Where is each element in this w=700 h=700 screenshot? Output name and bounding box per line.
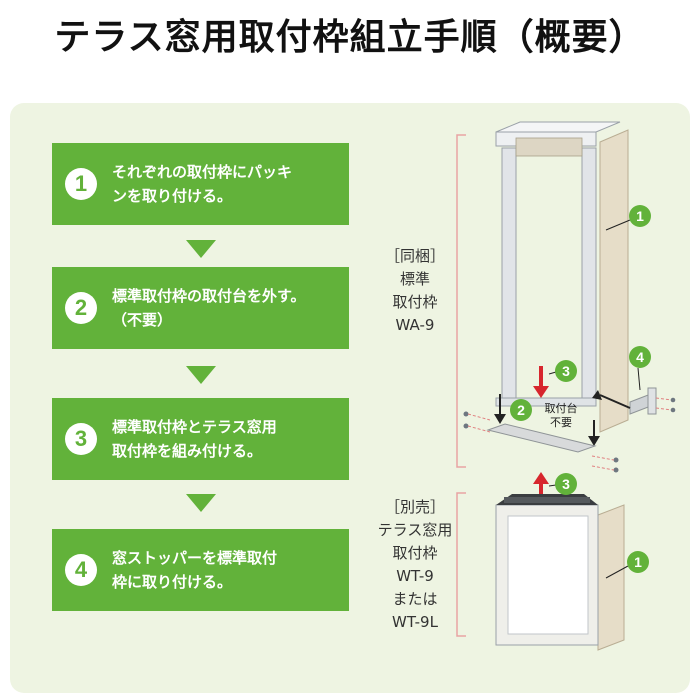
step-2: 2 標準取付枠の取付台を外す。 （不要） [52, 267, 349, 349]
callout-2 [510, 399, 532, 421]
step-number: 4 [65, 554, 97, 586]
window-stopper [592, 387, 676, 415]
step-number: 2 [65, 292, 97, 324]
callout-number: 1 [634, 554, 642, 570]
terrace-frame-wt9 [495, 494, 625, 651]
step-text: 窓ストッパーを標準取付 枠に取り付ける。 [112, 549, 278, 591]
step-text: 標準取付枠の取付台を外す。 （不要） [112, 287, 306, 329]
standard-frame-wa9 [495, 121, 629, 433]
callout-number: 4 [636, 349, 644, 365]
callout-number: 3 [562, 363, 570, 379]
callout-1-top [605, 205, 651, 231]
callout-number: 2 [517, 402, 525, 418]
step-number: 1 [65, 168, 97, 200]
mounting-base [486, 423, 597, 453]
down-arrow-icon [186, 366, 216, 384]
callout-3-bottom [548, 473, 577, 495]
step-3: 3 標準取付枠とテラス窓用 取付枠を組み付ける。 [52, 398, 349, 480]
bracket-bottom [456, 492, 466, 637]
down-arrow-icon [186, 240, 216, 258]
bracket-top [456, 134, 466, 468]
down-arrow-icon [186, 494, 216, 512]
step-text: それぞれの取付枠にパッキ ンを取り付ける。 [112, 163, 293, 205]
step-number: 3 [65, 423, 97, 455]
callout-3-top [548, 360, 577, 382]
step-4: 4 窓ストッパーを標準取付 枠に取り付ける。 [52, 529, 349, 611]
sold-separately-frame-label: ［別売］ テラス窓用 取付枠 WT-9 または WT-9L [377, 498, 453, 631]
step-text: 標準取付枠とテラス窓用 取付枠を組み付ける。 [112, 418, 277, 460]
callout-number: 3 [562, 476, 570, 492]
callout-4 [629, 346, 651, 391]
page-title: テラス窓用取付枠組立手順（概要） [54, 16, 646, 58]
callout-number: 1 [636, 208, 644, 224]
callout-1-bottom [605, 551, 649, 579]
step-1: 1 それぞれの取付枠にパッキ ンを取り付ける。 [52, 143, 349, 225]
bundled-frame-label: ［同梱］ 標準 取付枠 WA-9 [384, 247, 445, 334]
mount-not-needed-note: 取付台 不要 [544, 402, 578, 429]
